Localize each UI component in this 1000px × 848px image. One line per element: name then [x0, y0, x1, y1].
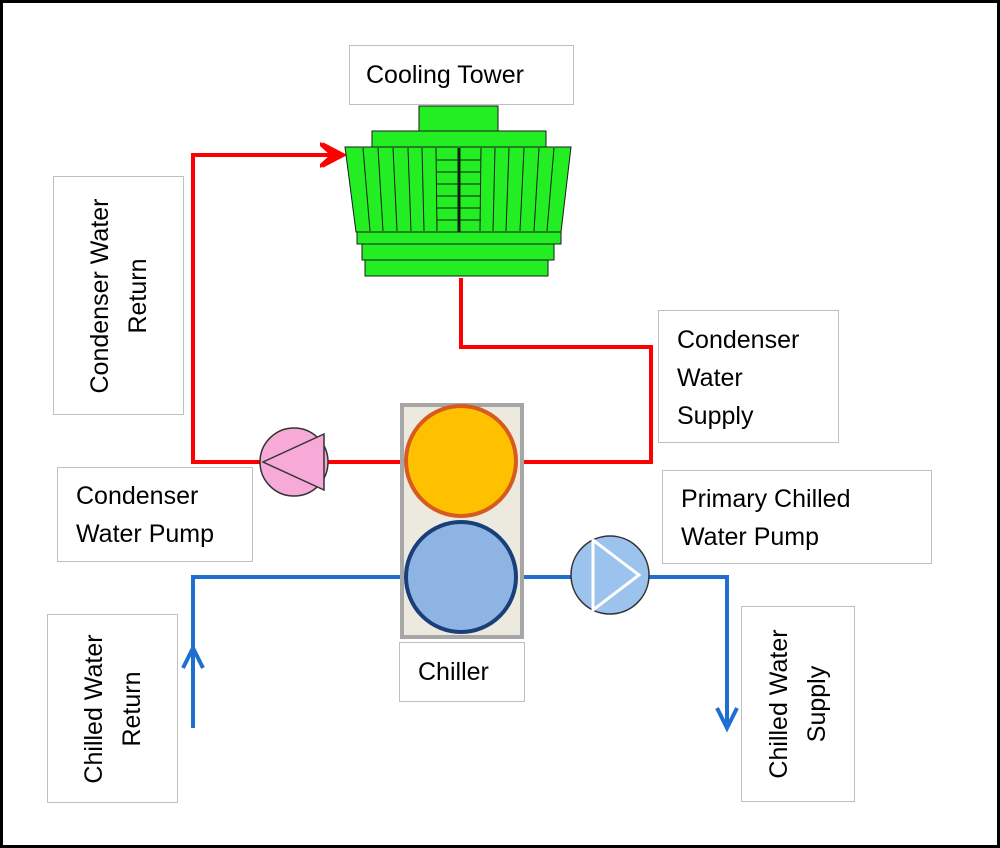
condenser-water-supply-label: Condenser Water Supply — [658, 310, 839, 443]
primary-chilled-water-pump-line-2: Water Pump — [681, 523, 820, 551]
chilled-return-arrow-icon — [181, 643, 205, 669]
condenser-supply-pipe — [459, 278, 653, 464]
condenser-water-supply-line-2: Water — [677, 364, 743, 392]
chilled-water-return-label: Chilled Water Return — [47, 614, 178, 803]
primary-chilled-water-pump-label: Primary Chilled Water Pump — [662, 470, 932, 564]
condenser-water-pump-icon — [259, 427, 329, 497]
primary-chilled-water-pump-line-1: Primary Chilled — [681, 485, 851, 513]
condenser-water-return-label: Condenser Water Return — [53, 176, 184, 415]
cooling-tower-label: Cooling Tower — [349, 45, 574, 105]
condenser-water-return-line-1: Condenser Water — [85, 198, 114, 393]
chilled-supply-arrow-icon — [715, 707, 739, 733]
chiller-label-text: Chiller — [418, 658, 489, 686]
chilled-water-return-line-2: Return — [117, 670, 146, 747]
condenser-water-return-label-text: Condenser Water Return — [81, 198, 157, 393]
condenser-water-pump-line-1: Condenser — [76, 482, 199, 510]
cooling-tower-label-text: Cooling Tower — [366, 61, 524, 89]
condenser-water-return-line-2: Return — [123, 257, 152, 334]
condenser-water-pump-line-2: Water Pump — [76, 520, 215, 548]
chilled-water-supply-line-2: Supply — [803, 665, 831, 743]
chilled-water-return-label-text: Chilled Water Return — [75, 634, 151, 783]
chiller-icon — [400, 403, 524, 639]
cooling-tower-icon — [344, 105, 572, 277]
chilled-water-supply-label: Chilled Water Supply — [741, 606, 855, 802]
condenser-water-supply-line-3: Supply — [677, 402, 754, 430]
condenser-flow-arrow-icon — [320, 142, 343, 168]
primary-chilled-water-pump-icon — [570, 535, 650, 615]
chilled-water-return-line-1: Chilled Water — [79, 633, 108, 784]
condenser-vessel-icon — [404, 404, 518, 518]
condenser-flow-arrowhead-icon — [321, 142, 348, 168]
condenser-water-pump-label: Condenser Water Pump — [57, 467, 253, 562]
condenser-water-supply-line-1: Condenser — [677, 326, 800, 354]
chilled-water-supply-label-text: Chilled Water Supply — [760, 629, 836, 778]
chilled-return-pipe — [191, 575, 405, 728]
chiller-label: Chiller — [399, 642, 525, 702]
chilled-water-supply-line-1: Chilled Water — [765, 629, 793, 779]
evaporator-vessel-icon — [404, 520, 518, 634]
